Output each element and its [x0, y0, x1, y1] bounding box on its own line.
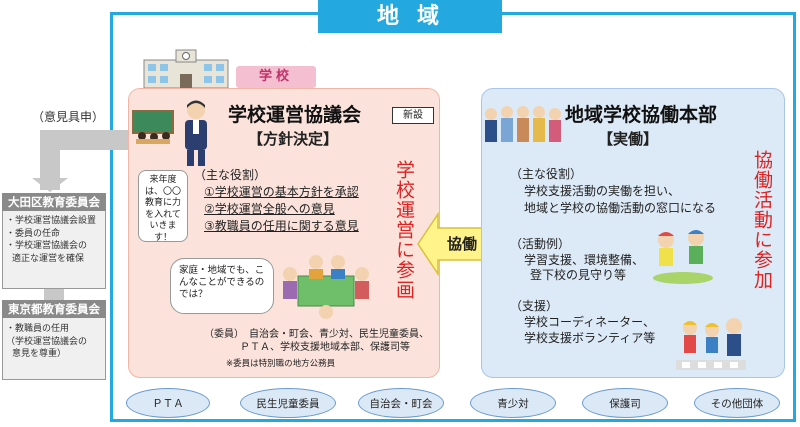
ota-board-item: ・委員の任命: [6, 228, 61, 239]
hq-support: 学校支援ボランティア等: [524, 331, 656, 345]
hq-role: 学校支援活動の実働を担い、: [524, 184, 681, 198]
region-title: 地域: [318, 0, 502, 33]
cleanup-kids-icon: [653, 230, 713, 284]
group-oval-other: その他団体: [694, 388, 780, 418]
tokyo-board-title: 東京都教育委員会: [2, 300, 106, 318]
opinion-arrow: [60, 130, 138, 150]
teacher-speech-bubble: 来年度は、〇〇教育に力を入れていきます！: [138, 170, 188, 243]
group-oval-neighborhood: 自治会・町会: [358, 388, 444, 418]
school-role: ③教職員の任用に関する意見: [204, 219, 359, 233]
volunteers-icon: [485, 106, 561, 142]
community-hq-title: 地域学校協働本部: [565, 104, 718, 126]
board-connector: [44, 289, 64, 301]
tokyo-board-item: 意見を尊重）: [12, 349, 67, 359]
classroom-icon: [132, 110, 174, 144]
tokyo-board-item: ・教職員の任用: [6, 324, 70, 334]
school-role: ②学校運営全般への意見: [204, 202, 335, 216]
meeting-icon: [283, 255, 369, 319]
hq-examples-heading: （活動例）: [510, 237, 571, 251]
hq-roles-heading: （主な役割）: [510, 167, 583, 181]
ota-board-items: ・学校運営協議会設置 ・委員の任命 ・学校運営協議会の 適正な運営を確保: [6, 215, 106, 265]
school-building-icon: [143, 49, 229, 88]
group-oval-youth: 青少対: [470, 388, 556, 418]
ota-board-item: ・学校運営協議会設置: [6, 216, 97, 226]
hq-example: 学習支援、環境整備、: [524, 253, 645, 267]
opinion-label: （意見具申）: [32, 110, 105, 124]
tokyo-board-item: （学校運営協議会の: [6, 336, 88, 347]
school-council-title: 学校運営協議会: [228, 104, 362, 126]
group-oval-pta: ＰＴＡ: [126, 388, 210, 418]
school-role: ①学校運営の基本方針を承認: [204, 185, 359, 199]
school-tag: 学校: [236, 66, 316, 88]
group-oval-welfare: 民生児童委員: [240, 388, 336, 418]
school-council-subtitle: 【方針決定】: [248, 130, 339, 148]
members-note: ※委員は特別職の地方公務員: [226, 359, 336, 369]
members-list-cont: ＰＴＡ、学校支援地域本部、保護司等: [240, 342, 410, 353]
tokyo-board-items: ・教職員の任用 （学校運営協議会の 意見を尊重）: [6, 323, 106, 361]
hq-participation-label: 協働活動に参加: [751, 150, 773, 290]
hq-example: 登下校の見守り等: [530, 268, 627, 282]
opinion-arrow-head: [32, 178, 68, 192]
ota-board-item: ・学校運営協議会の: [6, 241, 88, 251]
school-participation-label: 学校運営に参画: [393, 160, 415, 300]
members-list: （委員） 自治会・町会、青少対、民生児童委員、: [204, 329, 429, 340]
school-roles-heading: （主な役割）: [194, 168, 267, 182]
hq-support: 学校コーディネーター、: [524, 315, 656, 329]
new-badge: 新設: [392, 107, 434, 124]
principal-icon: [185, 100, 207, 166]
ota-board-item: 適正な運営を確保: [12, 253, 85, 264]
cooperation-label: 協働: [446, 235, 477, 253]
community-hq-subtitle: 【実働】: [598, 130, 659, 148]
group-oval-probation: 保護司: [582, 388, 668, 418]
hq-support-heading: （支援）: [510, 299, 559, 313]
crossing-guard-icon: [676, 318, 746, 370]
hq-role: 地域と学校の協働活動の窓口になる: [524, 201, 717, 215]
ota-board-title: 大田区教育委員会: [2, 193, 106, 211]
residents-speech-bubble: 家庭・地域でも、こんなことができるのでは？: [170, 258, 274, 314]
opinion-arrow-down: [40, 130, 60, 190]
